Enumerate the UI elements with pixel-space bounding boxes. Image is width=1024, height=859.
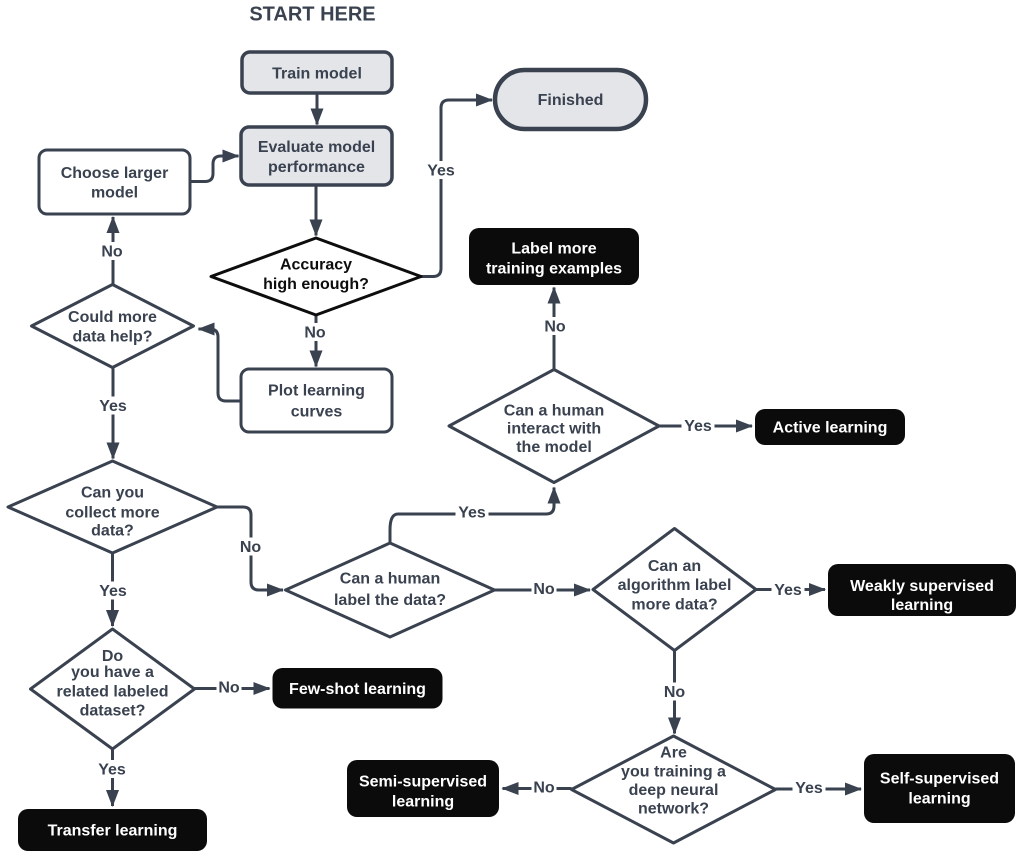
- svg-text:Yes: Yes: [684, 418, 712, 435]
- svg-text:No: No: [218, 680, 240, 697]
- svg-text:No: No: [664, 684, 686, 701]
- svg-text:you have a: you have a: [71, 664, 154, 681]
- svg-text:No: No: [304, 325, 326, 342]
- svg-text:model: model: [91, 185, 138, 202]
- svg-text:more data?: more data?: [631, 596, 717, 613]
- svg-text:training examples: training examples: [486, 261, 622, 278]
- svg-text:network?: network?: [638, 800, 709, 817]
- svg-text:Yes: Yes: [458, 505, 486, 522]
- svg-text:Can an: Can an: [648, 558, 701, 575]
- svg-text:Self-supervised: Self-supervised: [880, 770, 999, 787]
- svg-text:Evaluate model: Evaluate model: [258, 139, 375, 156]
- svg-text:Can a human: Can a human: [340, 571, 440, 588]
- svg-text:No: No: [240, 539, 262, 556]
- svg-text:Yes: Yes: [99, 398, 127, 415]
- svg-text:dataset?: dataset?: [80, 703, 146, 720]
- svg-text:Plot learning: Plot learning: [268, 383, 365, 400]
- svg-text:learning: learning: [908, 791, 970, 808]
- svg-text:No: No: [544, 319, 566, 336]
- svg-text:Train model: Train model: [272, 65, 362, 82]
- svg-text:No: No: [101, 244, 123, 261]
- svg-text:learning: learning: [891, 597, 953, 614]
- svg-text:Yes: Yes: [774, 582, 802, 599]
- svg-text:Transfer learning: Transfer learning: [48, 823, 178, 840]
- svg-text:Yes: Yes: [99, 583, 127, 600]
- svg-text:Can a human: Can a human: [504, 403, 604, 420]
- svg-text:No: No: [533, 780, 555, 797]
- svg-text:Are: Are: [660, 744, 687, 761]
- svg-text:Finished: Finished: [538, 92, 604, 109]
- svg-text:related labeled: related labeled: [56, 684, 168, 701]
- svg-text:high enough?: high enough?: [263, 276, 369, 293]
- svg-text:Few-shot learning: Few-shot learning: [289, 681, 426, 698]
- svg-text:data?: data?: [91, 523, 134, 540]
- svg-text:Label more: Label more: [511, 241, 596, 258]
- svg-text:Do: Do: [102, 648, 124, 665]
- svg-text:Accuracy: Accuracy: [280, 256, 352, 273]
- svg-text:deep neural: deep neural: [629, 782, 719, 799]
- svg-text:label the data?: label the data?: [334, 592, 446, 609]
- svg-text:you training a: you training a: [621, 764, 726, 781]
- svg-text:Yes: Yes: [795, 780, 823, 797]
- svg-text:algorithm label: algorithm label: [618, 577, 732, 594]
- svg-text:data help?: data help?: [72, 329, 152, 346]
- svg-text:START HERE: START HERE: [249, 4, 375, 26]
- svg-text:Yes: Yes: [98, 762, 126, 779]
- svg-text:Active learning: Active learning: [773, 420, 888, 437]
- svg-text:Choose larger: Choose larger: [61, 165, 169, 182]
- svg-text:Can you: Can you: [81, 485, 144, 502]
- svg-text:curves: curves: [291, 404, 343, 421]
- svg-text:collect more: collect more: [65, 504, 159, 521]
- svg-text:learning: learning: [392, 794, 454, 811]
- svg-text:Yes: Yes: [427, 163, 455, 180]
- svg-text:Semi-supervised: Semi-supervised: [359, 774, 487, 791]
- svg-text:the model: the model: [516, 439, 592, 456]
- svg-text:No: No: [533, 581, 555, 598]
- svg-text:Weakly supervised: Weakly supervised: [850, 578, 994, 595]
- svg-text:Could more: Could more: [68, 309, 157, 326]
- svg-text:interact with: interact with: [507, 421, 601, 438]
- svg-text:performance: performance: [268, 159, 365, 176]
